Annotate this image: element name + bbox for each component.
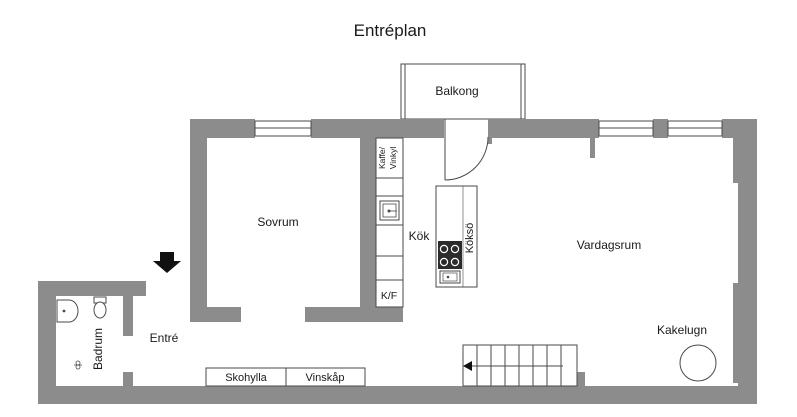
fixture-label-kf: K/F — [381, 290, 397, 302]
room-label-vardagsrum: Vardagsrum — [577, 238, 641, 252]
toilet-icon — [93, 296, 107, 319]
shower-icon — [74, 360, 82, 370]
windows — [254, 120, 723, 137]
kitchen-counter: Kaffe/ Vinkyl K/F — [375, 137, 404, 308]
fixture-label-skohylla: Skohylla — [225, 372, 267, 384]
balcony-door — [444, 119, 489, 181]
room-label-kok: Kök — [409, 229, 431, 243]
staircase — [462, 344, 578, 387]
exterior-walls — [38, 119, 757, 404]
bathroom: Badrum — [56, 296, 107, 370]
room-label-entre: Entré — [150, 331, 179, 345]
room-label-balkong: Balkong — [435, 84, 478, 98]
fixture-label-koks: Köksö — [464, 223, 476, 254]
stair-arrow-icon — [463, 361, 472, 371]
tile-stove — [679, 344, 717, 382]
room-label-badrum: Badrum — [91, 328, 105, 370]
entrance-arrow-icon — [153, 252, 181, 273]
island-sink — [439, 270, 461, 284]
interior-walls — [123, 138, 595, 386]
plan-title: Entréplan — [354, 21, 427, 40]
entry-storage: Skohylla Vinskåp — [205, 367, 366, 387]
fixture-label-kaffe: Kaffe/ — [377, 146, 387, 169]
fixture-label-vinkyl: Vinkyl — [388, 147, 398, 170]
kitchen-island: Köksö — [435, 185, 478, 288]
washbasin-icon — [56, 299, 79, 323]
fixture-label-vinskap: Vinskåp — [306, 372, 345, 384]
balcony: Balkong — [400, 63, 526, 120]
room-label-kakelugn: Kakelugn — [657, 323, 707, 337]
room-label-sovrum: Sovrum — [257, 215, 298, 229]
